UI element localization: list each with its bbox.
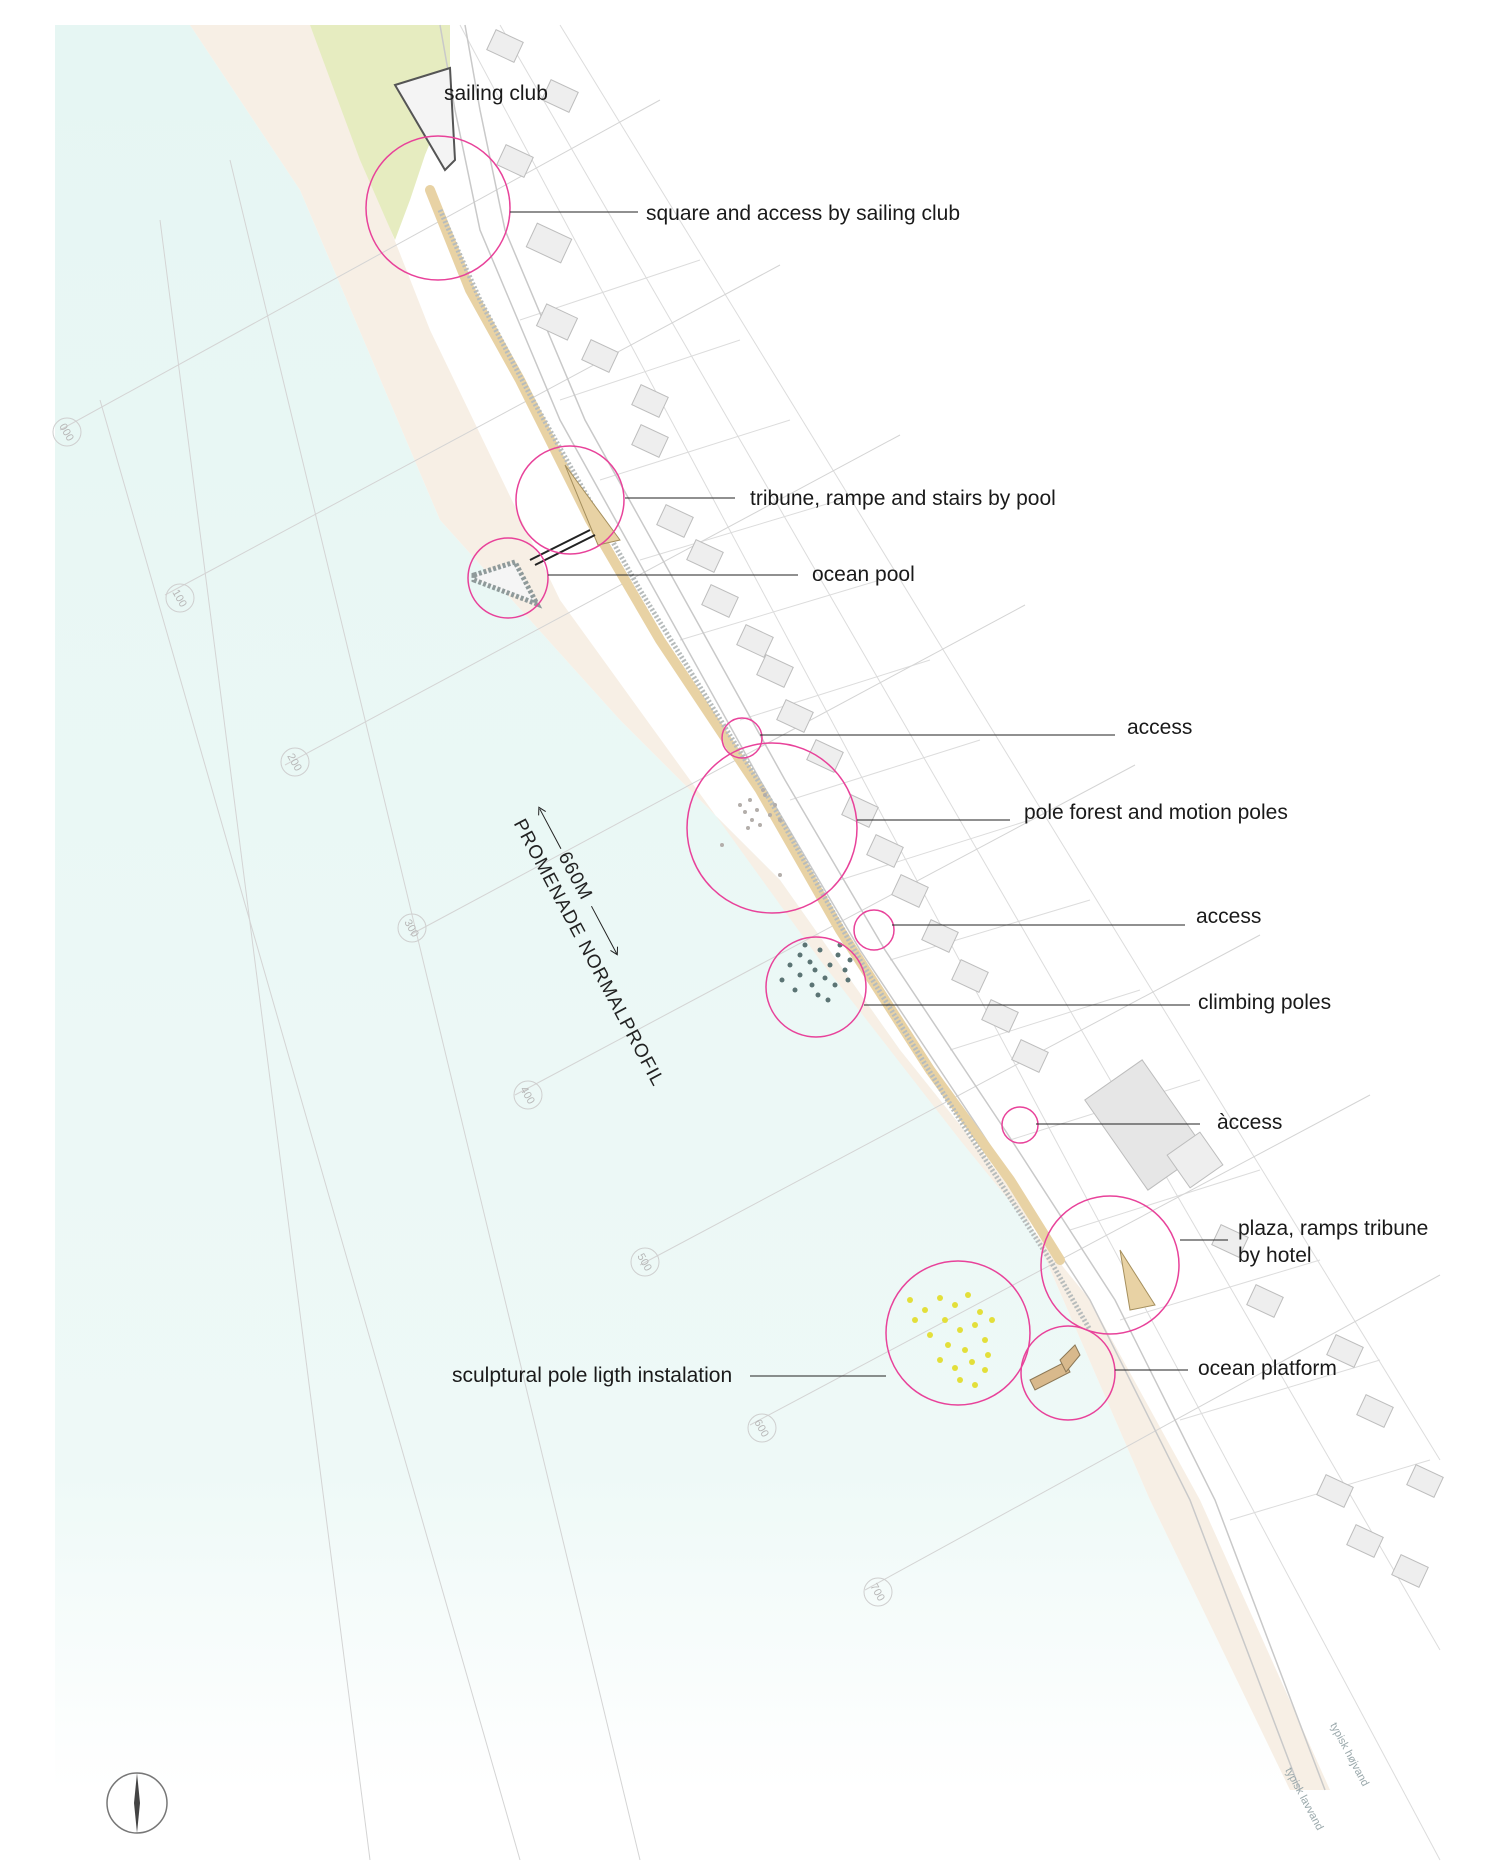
circle-ocean-platform [1020,1325,1116,1421]
ocean-pool-shape [471,558,543,609]
promenade-path [425,185,1065,1265]
road [439,24,1301,1791]
parcel-lines [459,24,1441,1861]
label-access-2: access [1196,905,1261,928]
circle-plaza-hotel [1040,1195,1180,1335]
label-tribune-pool: tribune, rampe and stairs by pool [750,487,1056,510]
circle-climbing-poles [765,936,867,1038]
circle-sculptural-light [885,1260,1031,1406]
circle-tribune-pool [515,445,625,555]
label-pole-forest: pole forest and motion poles [1024,801,1288,824]
leader-lines [510,211,1228,1377]
waterline-high: typisk højvand [1327,1721,1371,1789]
label-ocean-pool: ocean pool [812,563,915,586]
circle-access-1 [721,717,763,759]
circle-access-3 [1001,1106,1039,1144]
tribune-ramp [564,464,621,546]
climbing-poles [779,942,853,1003]
label-access-3: àccess [1217,1111,1282,1134]
buildings [486,29,1444,1588]
circle-pole-forest [686,742,858,914]
ocean-platform-shape [1029,1344,1081,1391]
label-sculptural-light: sculptural pole ligth instalation [452,1364,732,1387]
label-access-1: access [1127,716,1192,739]
sculptural-pole-lights [907,1292,995,1388]
highlight-circles [365,135,1180,1421]
label-plaza-hotel-1: plaza, ramps tribune [1238,1217,1428,1240]
label-ocean-platform: ocean platform [1198,1357,1337,1380]
chainage-markers [52,417,893,1607]
road-edge [464,24,1326,1791]
sailing-club-building [393,66,457,172]
pole-forest [720,788,782,877]
label-square-access: square and access by sailing club [646,202,960,225]
annotation-labels: sailing club square and access by sailin… [444,82,1428,1387]
section-lines [59,99,1441,1861]
plaza-ramp [1119,1249,1156,1311]
circle-ocean-pool [467,537,549,619]
label-plaza-hotel-2: by hotel [1238,1244,1312,1267]
label-sailing-club: sailing club [444,82,548,105]
ocean [55,25,1290,1790]
revetment [437,208,1093,1332]
beach [190,25,1330,1790]
label-climbing-poles: climbing poles [1198,991,1331,1014]
circle-access-2 [853,909,895,951]
circle-square-access [365,135,511,281]
north-arrow-icon [106,1772,168,1834]
